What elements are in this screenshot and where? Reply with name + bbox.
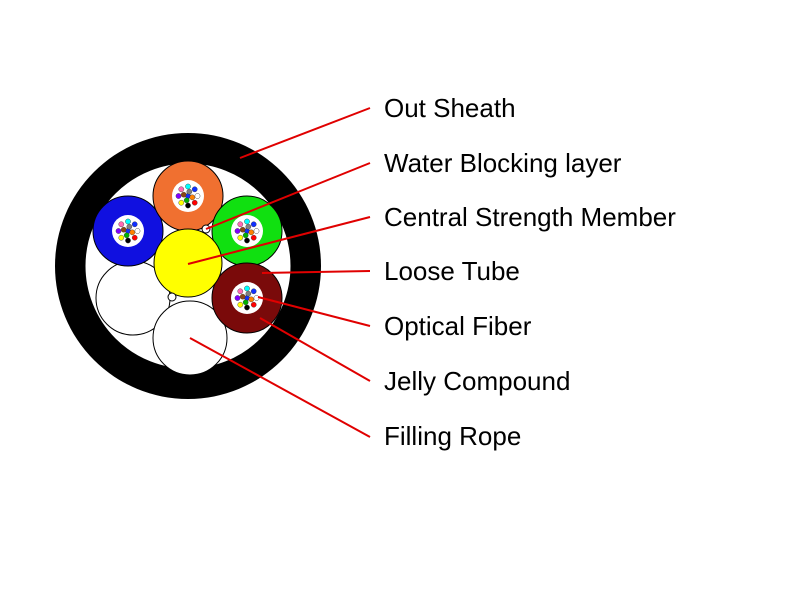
optical-fiber bbox=[120, 226, 127, 233]
optical-fiber bbox=[189, 194, 196, 201]
optical-fiber bbox=[245, 290, 252, 297]
optical-fiber bbox=[239, 226, 246, 233]
leader-line-central-strength-member bbox=[187, 216, 371, 265]
optical-fiber bbox=[244, 237, 250, 244]
optical-fiber bbox=[244, 218, 250, 225]
optical-fiber bbox=[242, 299, 249, 306]
optical-fiber bbox=[178, 199, 185, 206]
optical-fiber bbox=[191, 186, 198, 193]
optical-fiber bbox=[250, 288, 257, 295]
optical-fiber bbox=[126, 223, 133, 230]
optical-fiber bbox=[125, 218, 131, 225]
optical-fiber bbox=[237, 301, 244, 308]
label-loose-tube: Loose Tube bbox=[384, 256, 520, 286]
optical-fiber bbox=[250, 301, 257, 308]
optical-fiber bbox=[118, 234, 125, 241]
optical-fiber bbox=[244, 285, 250, 292]
optical-fiber bbox=[234, 228, 241, 234]
optical-fiber bbox=[131, 234, 138, 241]
leader-line-water-blocking-layer bbox=[205, 162, 371, 230]
leader-line-filling-rope bbox=[189, 337, 371, 438]
optical-fiber bbox=[248, 229, 255, 236]
optical-fiber bbox=[123, 232, 130, 239]
optical-fiber bbox=[194, 193, 201, 199]
optical-fiber bbox=[237, 288, 244, 295]
leader-line-loose-tube bbox=[261, 270, 371, 274]
optical-fiber bbox=[134, 228, 141, 234]
optical-fiber-bundles bbox=[115, 183, 260, 311]
optical-fiber bbox=[239, 293, 246, 300]
leader-line-out-sheath bbox=[239, 107, 371, 159]
optical-fiber bbox=[237, 221, 244, 228]
leader-line-optical-fiber bbox=[257, 296, 371, 327]
optical-fiber bbox=[191, 199, 198, 206]
optical-fiber bbox=[185, 183, 191, 190]
label-optical-fiber: Optical Fiber bbox=[384, 311, 532, 341]
optical-fiber bbox=[234, 295, 241, 301]
optical-fiber bbox=[242, 232, 249, 239]
optical-fiber bbox=[131, 221, 138, 228]
optical-fiber bbox=[118, 221, 125, 228]
small-filler-dot bbox=[167, 292, 177, 302]
optical-fiber bbox=[244, 304, 250, 311]
optical-fiber bbox=[237, 234, 244, 241]
optical-fiber bbox=[125, 237, 131, 244]
optical-fiber bbox=[253, 228, 260, 234]
optical-fiber bbox=[175, 193, 182, 199]
optical-fiber bbox=[115, 228, 122, 234]
optical-fiber bbox=[245, 223, 252, 230]
optical-fiber bbox=[185, 202, 191, 209]
optical-fiber bbox=[250, 221, 257, 228]
label-jelly-compound: Jelly Compound bbox=[384, 366, 571, 396]
optical-fiber bbox=[183, 197, 190, 204]
label-central-strength-member: Central Strength Member bbox=[384, 202, 676, 232]
optical-fiber bbox=[129, 229, 136, 236]
leader-line-jelly-compound bbox=[259, 317, 371, 382]
label-water-blocking-layer: Water Blocking layer bbox=[384, 148, 622, 178]
optical-fiber bbox=[178, 186, 185, 193]
label-out-sheath: Out Sheath bbox=[384, 93, 516, 123]
optical-fiber bbox=[248, 296, 255, 303]
label-filling-rope: Filling Rope bbox=[384, 421, 522, 451]
optical-fiber bbox=[186, 188, 193, 195]
optical-fiber bbox=[250, 234, 257, 241]
optical-fiber bbox=[180, 191, 187, 198]
